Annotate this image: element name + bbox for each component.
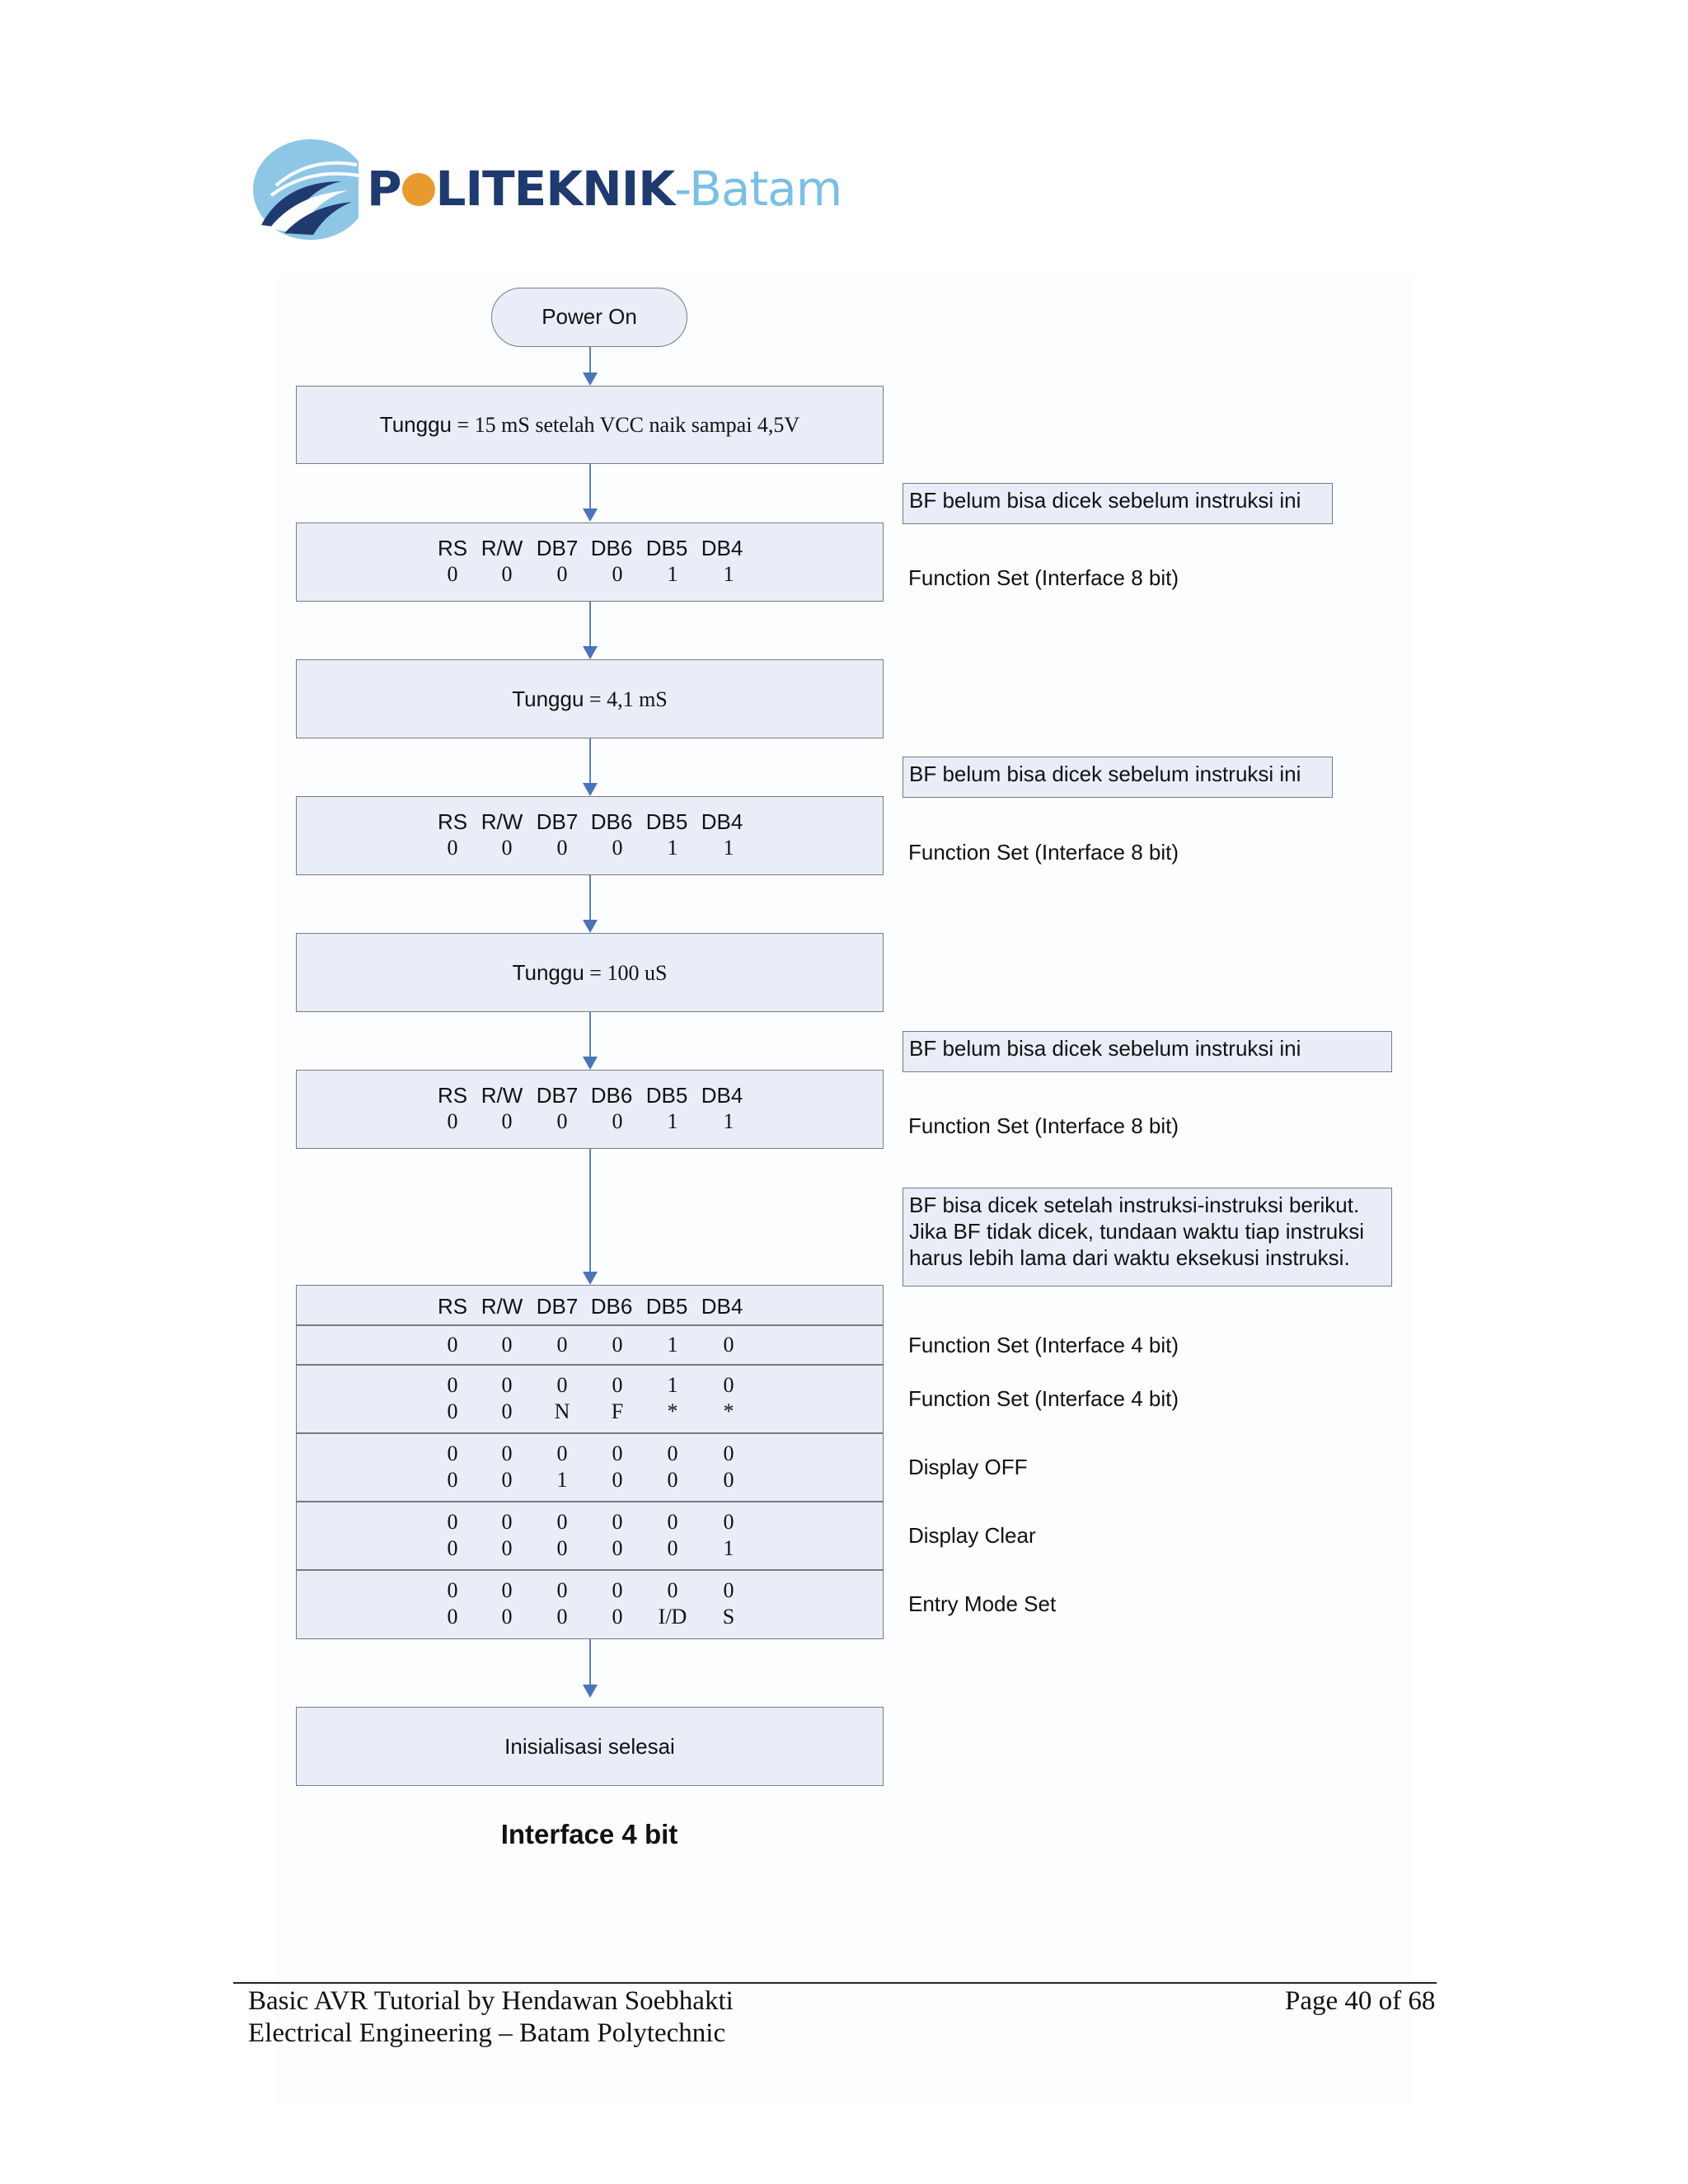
- footer-divider: [233, 1982, 1437, 1984]
- bf-note-3: BF belum bisa dicek sebelum instruksi in…: [903, 1031, 1392, 1072]
- bf-note-1: BF belum bisa dicek sebelum instruksi in…: [903, 483, 1333, 524]
- wait-15ms-box: Tunggu = 15 mS setelah VCC naik sampai 4…: [296, 386, 884, 464]
- function-set-8bit-label-3: Function Set (Interface 8 bit): [908, 1113, 1179, 1138]
- function-set-4bit-label-2: Function Set (Interface 4 bit): [908, 1386, 1179, 1411]
- power-on-terminal: Power On: [491, 288, 687, 347]
- footer-author: Basic AVR Tutorial by Hendawan Soebhakti: [248, 1986, 734, 2016]
- figure-caption: Interface 4 bit: [500, 1819, 678, 1849]
- page-number: Page 40 of 68: [1285, 1986, 1436, 2016]
- init-complete-box: Inisialisasi selesai: [296, 1707, 884, 1786]
- display-clear-label: Display Clear: [908, 1523, 1036, 1548]
- wait-100us-box: Tunggu = 100 uS: [296, 933, 884, 1012]
- footer-institution: Electrical Engineering – Batam Polytechn…: [248, 2018, 726, 2048]
- display-off-label: Display OFF: [908, 1455, 1028, 1479]
- bf-check-note: BF bisa dicek setelah instruksi-instruks…: [903, 1188, 1392, 1286]
- logo-emblem-icon: [253, 139, 359, 240]
- function-set-4bit-label-1: Function Set (Interface 4 bit): [908, 1333, 1179, 1357]
- function-set-8bit-label-1: Function Set (Interface 8 bit): [908, 565, 1179, 590]
- function-set-8bit-label-2: Function Set (Interface 8 bit): [908, 840, 1179, 865]
- entry-mode-set-label: Entry Mode Set: [908, 1591, 1057, 1616]
- wait-4-1ms-box: Tunggu = 4,1 mS: [296, 659, 884, 738]
- bf-note-2: BF belum bisa dicek sebelum instruksi in…: [903, 757, 1333, 798]
